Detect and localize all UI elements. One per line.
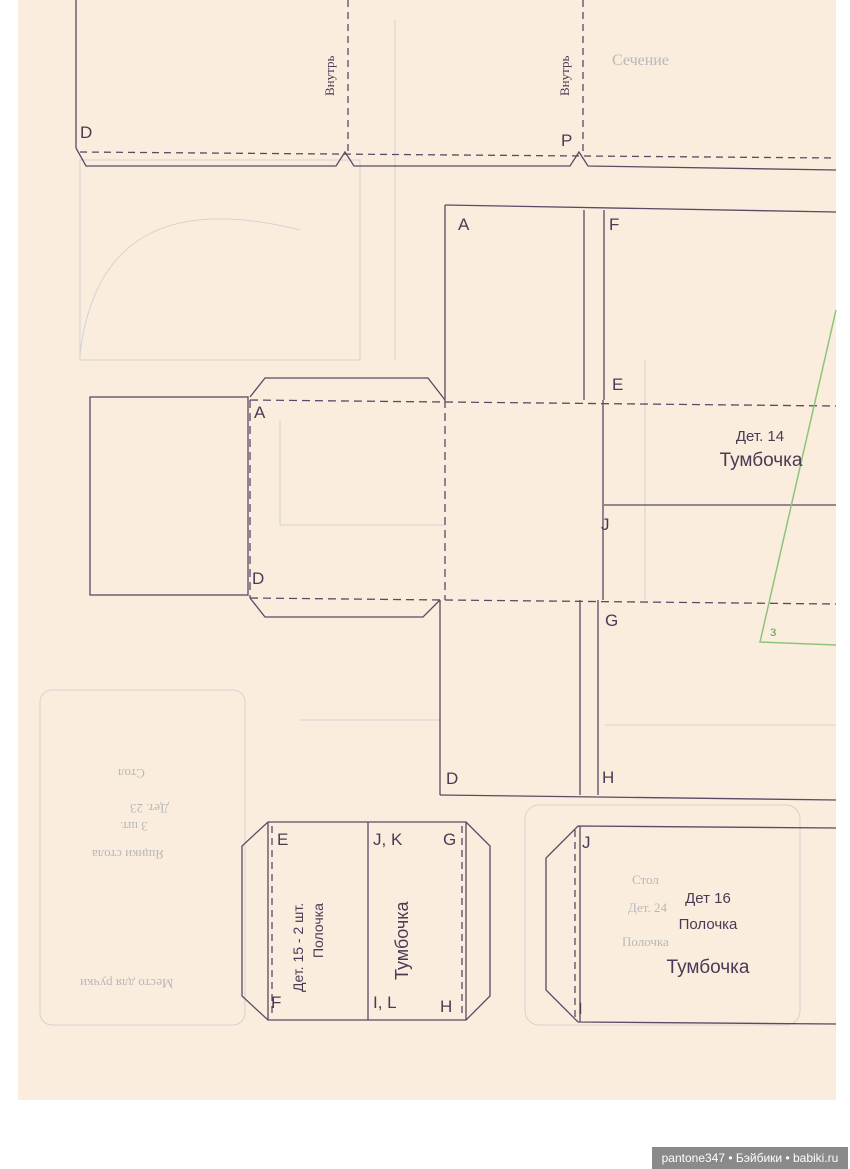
part16-corner-j: J — [582, 833, 591, 852]
part14-corner-j: J — [601, 515, 610, 534]
top-part-outline — [75, 0, 837, 171]
part16-name: Тумбочка — [666, 957, 750, 978]
part15-name: Тумбочка — [392, 901, 412, 980]
ghost-stol-right: Стол — [632, 872, 659, 887]
ghost-yashchik: Ящики стола — [92, 847, 165, 862]
part15-fold-lines — [271, 826, 463, 1016]
ghost-polochka: Полочка — [622, 934, 669, 949]
part14-name: Тумбочка — [719, 450, 803, 471]
part16-number: Дет 16 — [685, 890, 731, 907]
ghost-det23: Дет. 23 — [130, 801, 169, 816]
watermark-bar: pantone347 • Бэйбики • babiki.ru — [652, 1147, 848, 1169]
fold-inside-label-left: Внутрь — [322, 55, 337, 96]
part14-corner-g: G — [605, 611, 619, 630]
part14-side-d: D — [252, 569, 265, 588]
part14-side-a: A — [254, 403, 266, 422]
part14-corner-d: D — [446, 769, 459, 788]
top-corner-d: D — [80, 123, 93, 142]
part14-corner-h: H — [602, 768, 615, 787]
part15-number: Дет. 15 - 2 шт. — [290, 902, 306, 992]
part15-corner-jk: J, K — [373, 830, 403, 849]
ghost-sht: 3 шт. — [120, 819, 148, 834]
green-label: з — [770, 623, 777, 639]
ghost-stol-left: Стол — [118, 766, 145, 781]
page-edge — [836, 0, 850, 1110]
paper-sheet — [18, 0, 836, 1100]
fold-inside-label-right: Внутрь — [557, 55, 572, 96]
part15-type: Полочка — [310, 903, 326, 958]
green-cut-line — [759, 309, 837, 646]
part15-corner-g: G — [443, 830, 457, 849]
ghost-mesto: Место для ручки — [80, 976, 174, 991]
part14-number: Дет. 14 — [735, 428, 785, 445]
part14-corner-f: F — [609, 215, 620, 234]
part14-outline — [89, 204, 837, 801]
part15-corner-f: F — [271, 993, 282, 1012]
part14-fold-lines — [249, 399, 837, 605]
part16-type: Полочка — [678, 916, 738, 933]
part16-outline — [545, 825, 837, 1025]
part16-corner-i: I — [578, 999, 583, 1018]
ghost-sechenie: Сечение — [612, 52, 669, 69]
ghost-det24: Дет. 24 — [628, 900, 667, 915]
part15-corner-e: E — [277, 830, 289, 849]
part14-corner-e: E — [612, 375, 624, 394]
top-corner-p: P — [561, 131, 573, 150]
part15-corner-h: H — [440, 997, 453, 1016]
part14-corner-a: A — [458, 215, 470, 234]
part15-outline — [241, 821, 491, 1021]
part15-corner-il: I, L — [373, 993, 397, 1012]
